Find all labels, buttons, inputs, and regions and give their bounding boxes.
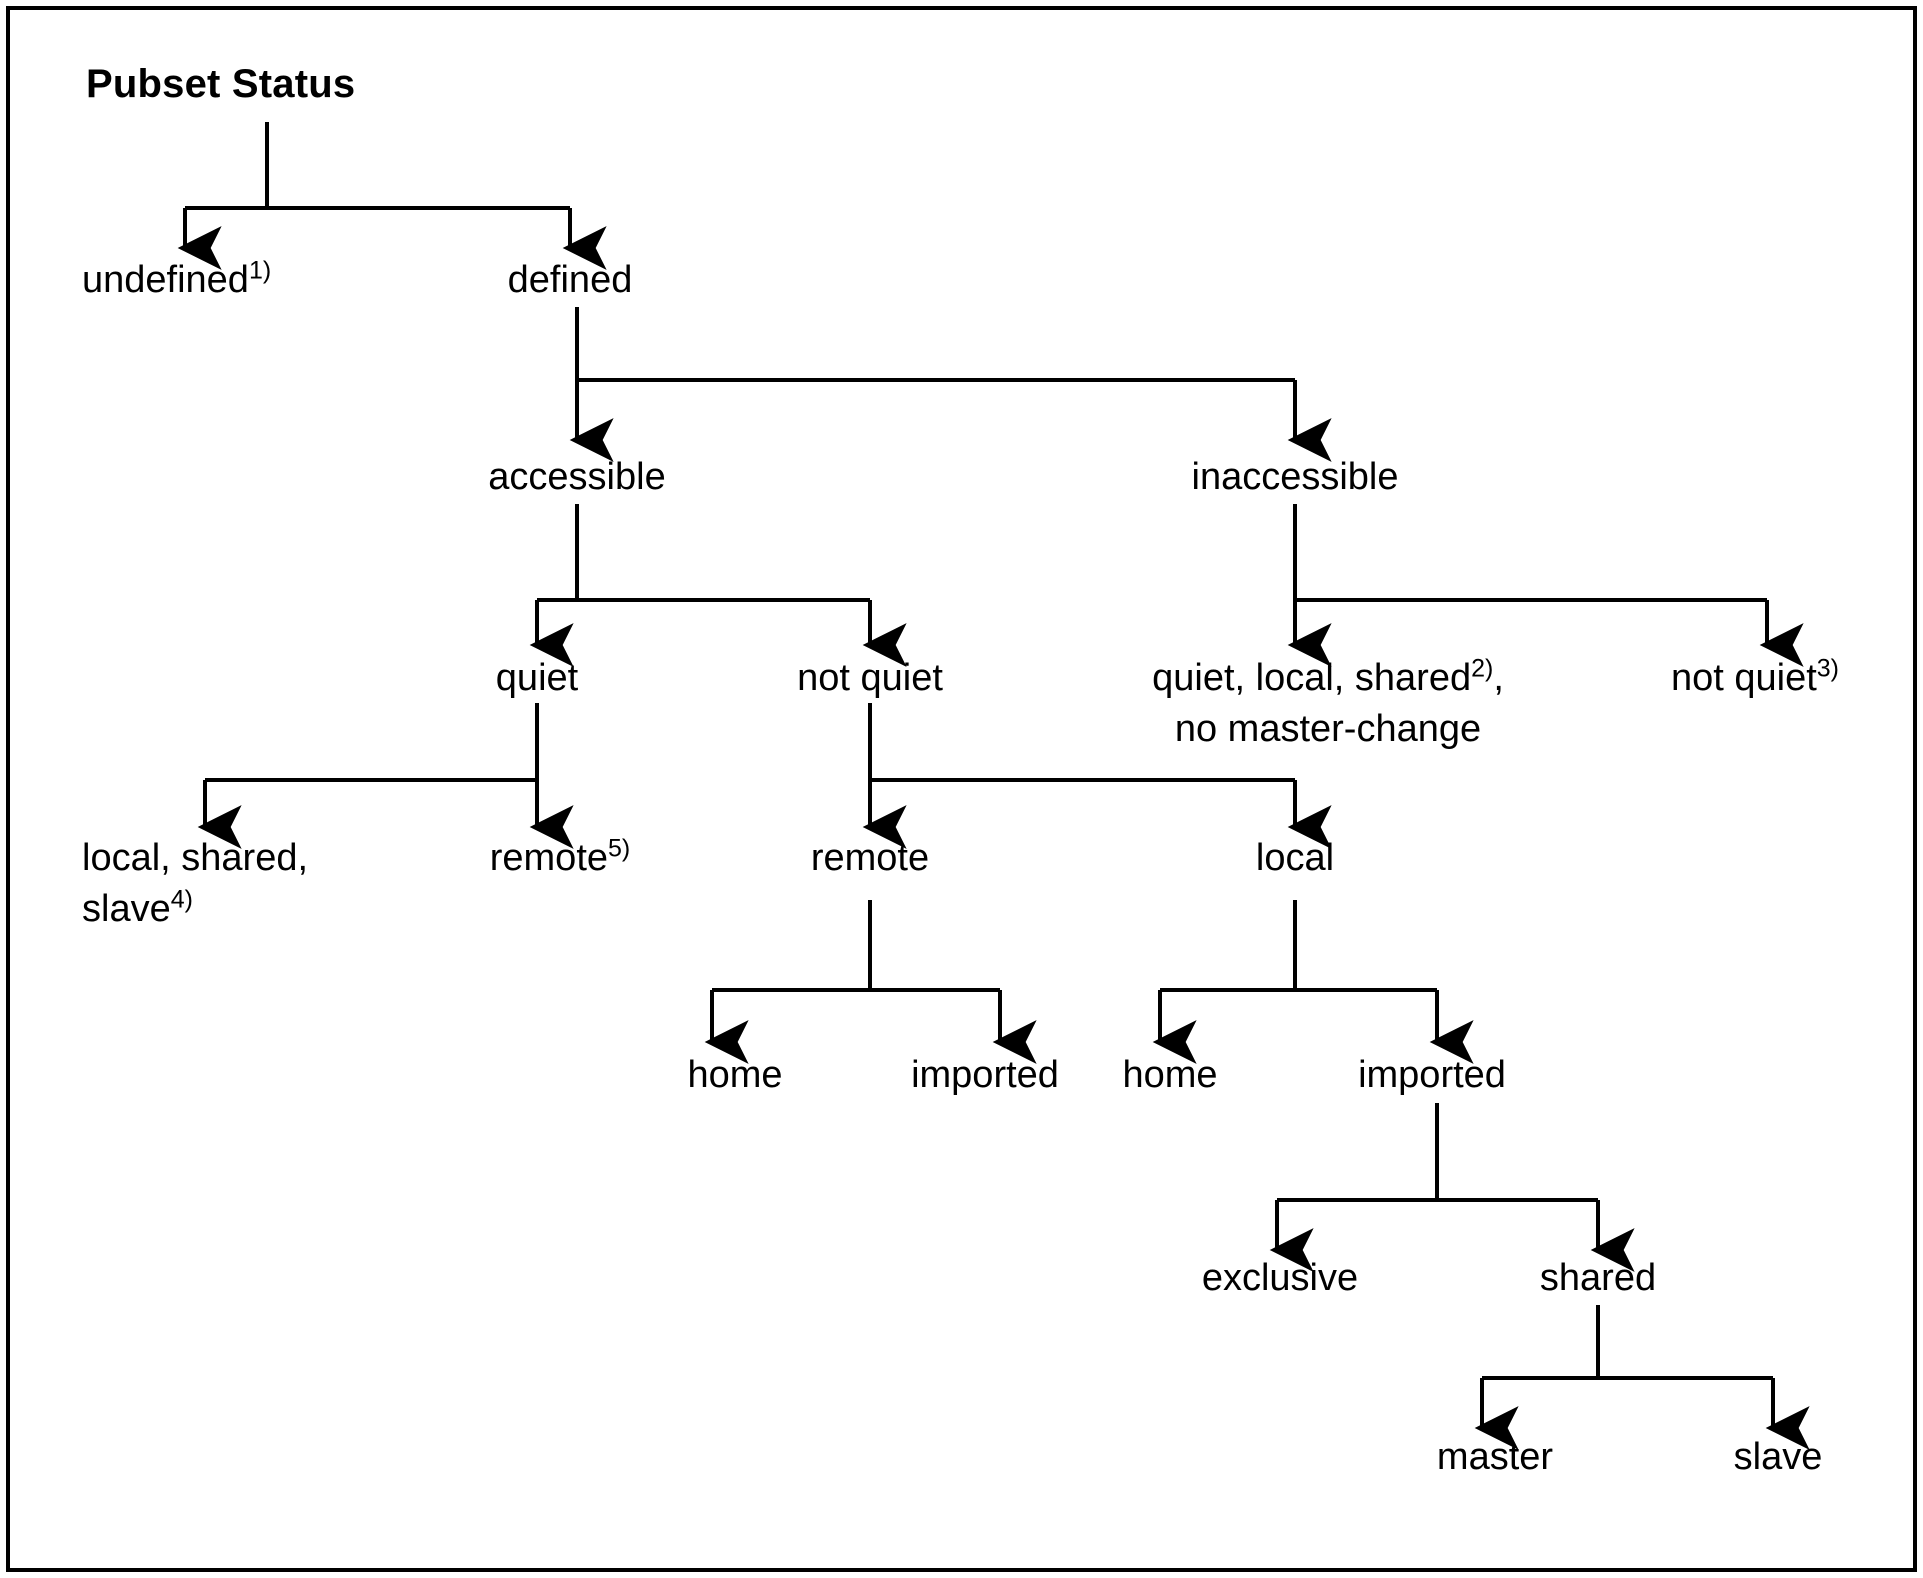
node-local-shared-slave: local, shared, slave4) — [82, 833, 308, 935]
node-local-home-label: home — [1122, 1054, 1218, 1096]
node-exclusive-label: exclusive — [1201, 1257, 1359, 1299]
node-inaccessible: inaccessible — [1192, 452, 1399, 503]
node-inaccessible-not-quiet: not quiet3) — [1671, 653, 1839, 704]
node-local-shared-slave-slave: slave — [82, 888, 171, 930]
diagram-title: Pubset Status — [86, 62, 356, 106]
node-inaccessible-quiet-local-shared: quiet, local, shared2), no master-change — [1152, 653, 1504, 755]
node-inaccessible-quiet-label: quiet, local, shared — [1152, 657, 1472, 699]
node-undefined: undefined1) — [82, 255, 271, 306]
node-local-shared-slave-line2: slave4) — [82, 884, 308, 935]
node-remote-home-label: home — [687, 1054, 783, 1096]
node-inaccessible-not-quiet-label: not quiet — [1670, 657, 1817, 699]
node-defined: defined — [508, 255, 633, 306]
node-accessible: accessible — [488, 452, 665, 503]
node-quiet-remote-label: remote — [489, 837, 609, 879]
node-not-quiet-remote: remote — [811, 833, 929, 884]
node-local-shared-slave-line1: local, shared, — [82, 837, 309, 879]
node-defined-label: defined — [507, 259, 633, 301]
node-accessible-quiet: quiet — [496, 653, 578, 704]
footnote-5: 5) — [608, 834, 631, 863]
node-local-imported-label: imported — [1358, 1054, 1506, 1096]
node-remote-imported-label: imported — [911, 1054, 1059, 1096]
node-quiet-remote: remote5) — [490, 833, 631, 884]
node-master: master — [1437, 1432, 1553, 1483]
node-inaccessible-quiet-line1: quiet, local, shared2), — [1152, 653, 1504, 704]
node-shared-label: shared — [1539, 1257, 1657, 1299]
node-exclusive: exclusive — [1202, 1253, 1358, 1304]
node-inaccessible-local: local — [1256, 833, 1334, 884]
footnote-3: 3) — [1816, 654, 1840, 683]
node-accessible-not-quiet-label: not quiet — [797, 657, 943, 699]
node-local-imported: imported — [1358, 1050, 1506, 1101]
node-local-home: home — [1122, 1050, 1217, 1101]
footnote-1: 1) — [248, 256, 272, 285]
footnote-2: 2) — [1471, 654, 1494, 683]
node-accessible-quiet-label: quiet — [495, 657, 579, 699]
node-inaccessible-quiet-comma: , — [1493, 657, 1504, 699]
node-accessible-label: accessible — [488, 456, 666, 498]
node-inaccessible-label: inaccessible — [1191, 456, 1399, 498]
node-slave: slave — [1734, 1432, 1823, 1483]
node-inaccessible-quiet-line2: no master-change — [1174, 708, 1482, 750]
node-shared: shared — [1540, 1253, 1656, 1304]
node-accessible-not-quiet: not quiet — [797, 653, 943, 704]
node-remote-imported: imported — [911, 1050, 1059, 1101]
node-inaccessible-local-label: local — [1255, 837, 1335, 879]
node-undefined-label: undefined — [82, 259, 249, 301]
footnote-4: 4) — [170, 885, 193, 914]
node-master-label: master — [1436, 1436, 1554, 1478]
node-remote-home: home — [687, 1050, 782, 1101]
node-not-quiet-remote-label: remote — [810, 837, 930, 879]
node-slave-label: slave — [1733, 1436, 1823, 1478]
